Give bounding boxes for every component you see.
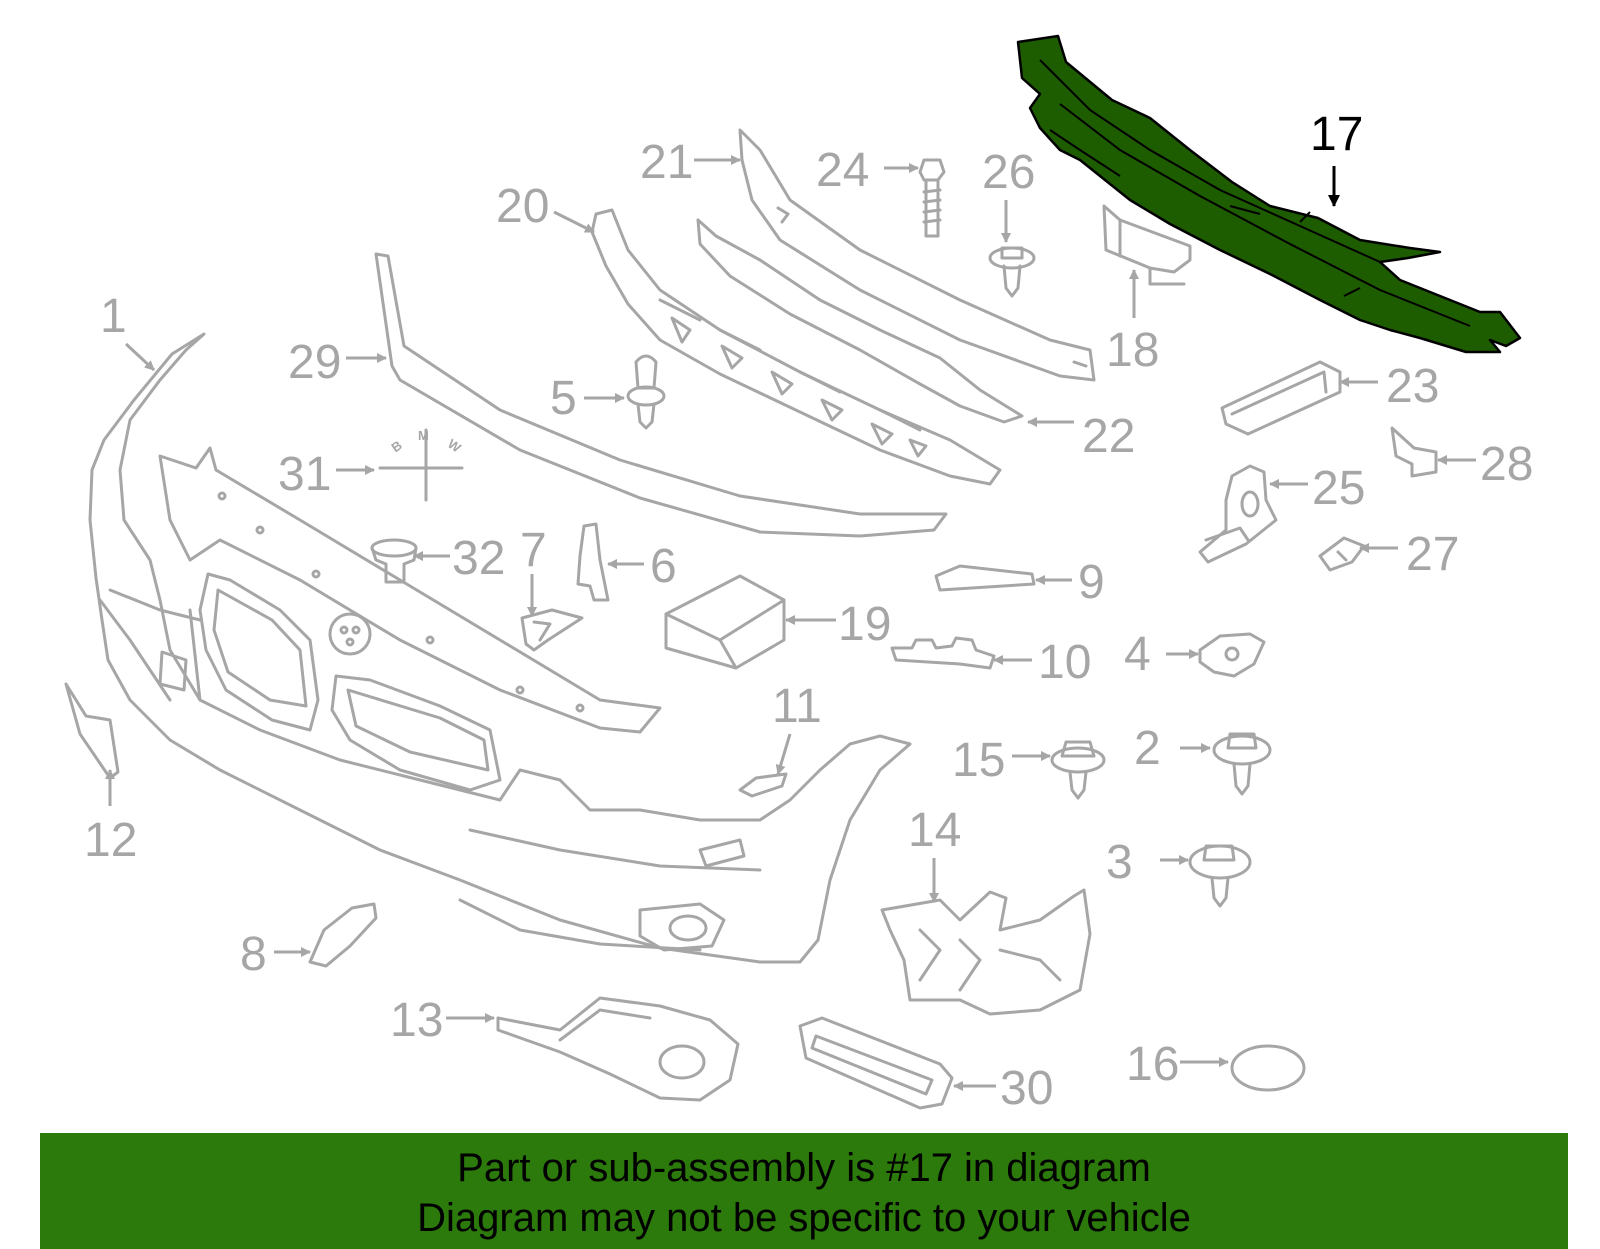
- label-25: 25: [1312, 462, 1365, 515]
- label-26: 26: [982, 146, 1035, 199]
- label-23: 23: [1386, 360, 1439, 413]
- part-5-fastener[interactable]: [626, 354, 666, 430]
- part-27-clip[interactable]: [1318, 536, 1366, 572]
- part-20-upper-absorber[interactable]: [590, 208, 1002, 486]
- label-6: 6: [650, 540, 677, 593]
- callout-labels: 1 2 3 4 5 6 7 8 9 10 11 12 13 14 15 16 1…: [84, 108, 1533, 1115]
- part-28-clip[interactable]: [1390, 426, 1438, 478]
- part-25-bracket[interactable]: [1198, 464, 1278, 564]
- part-14-bracket[interactable]: [880, 888, 1092, 1016]
- part-7-bracket[interactable]: [520, 608, 584, 652]
- label-13: 13: [390, 994, 443, 1047]
- part-8-bracket[interactable]: [308, 902, 378, 968]
- part-9-bracket[interactable]: [934, 564, 1036, 592]
- part-10-bracket[interactable]: [890, 636, 996, 670]
- part-15-nut[interactable]: [1050, 740, 1106, 800]
- label-31: 31: [278, 448, 331, 501]
- part-2-screw[interactable]: [1212, 732, 1272, 796]
- part-17-impact-absorber[interactable]: [1016, 34, 1522, 354]
- part-30-grille[interactable]: [798, 1016, 954, 1110]
- part-24-bolt[interactable]: [918, 158, 946, 238]
- part-12-reflector[interactable]: [64, 682, 120, 780]
- label-12: 12: [84, 814, 137, 867]
- part-16-seal[interactable]: [1230, 1044, 1306, 1092]
- label-11: 11: [772, 680, 822, 733]
- label-2: 2: [1134, 722, 1161, 775]
- label-32: 32: [452, 532, 505, 585]
- label-5: 5: [550, 372, 577, 425]
- part-1-bumper-cover[interactable]: [88, 332, 912, 964]
- label-14: 14: [908, 804, 961, 857]
- label-18: 18: [1106, 324, 1159, 377]
- part-6-bracket[interactable]: [576, 522, 610, 602]
- label-7: 7: [520, 524, 547, 577]
- emblem-letter-w: W: [445, 436, 464, 456]
- label-16: 16: [1126, 1038, 1179, 1091]
- label-8: 8: [240, 928, 267, 981]
- label-20: 20: [496, 180, 549, 233]
- label-3: 3: [1106, 836, 1133, 889]
- part-23-bracket[interactable]: [1220, 360, 1342, 436]
- info-banner: Part or sub-assembly is #17 in diagram D…: [40, 1133, 1568, 1249]
- label-9: 9: [1078, 556, 1105, 609]
- label-30: 30: [1000, 1062, 1053, 1115]
- banner-line-1: Part or sub-assembly is #17 in diagram: [457, 1146, 1151, 1190]
- part-13-grille-insert[interactable]: [496, 996, 740, 1102]
- part-29-trim-strip[interactable]: [374, 252, 948, 538]
- label-29: 29: [288, 336, 341, 389]
- label-1: 1: [100, 290, 127, 343]
- banner-line-2: Diagram may not be specific to your vehi…: [417, 1196, 1191, 1240]
- label-21: 21: [640, 136, 693, 189]
- part-31-emblem[interactable]: B M W: [378, 428, 464, 502]
- bumper-upper-support: [158, 446, 662, 734]
- label-10: 10: [1038, 636, 1091, 689]
- leader-lines: [105, 155, 1476, 1091]
- part-32-grommet[interactable]: [370, 538, 418, 584]
- label-4: 4: [1124, 628, 1151, 681]
- label-24: 24: [816, 144, 869, 197]
- part-19-foam-block[interactable]: [664, 574, 786, 670]
- label-15: 15: [952, 734, 1005, 787]
- part-18-bracket[interactable]: [1102, 204, 1192, 286]
- part-21-upper-strip[interactable]: [738, 128, 1096, 382]
- label-22: 22: [1082, 410, 1135, 463]
- label-27: 27: [1406, 528, 1459, 581]
- part-26-fastener[interactable]: [988, 246, 1036, 298]
- part-22-lower-strip[interactable]: [696, 218, 1024, 424]
- part-3-screw[interactable]: [1188, 844, 1252, 908]
- label-19: 19: [838, 598, 891, 651]
- emblem-letter-b: B: [388, 438, 404, 456]
- emblem-letter-m: M: [418, 428, 429, 443]
- part-11-cap[interactable]: [738, 772, 788, 798]
- label-17: 17: [1310, 108, 1363, 161]
- part-4-clip[interactable]: [1198, 632, 1266, 678]
- label-28: 28: [1480, 438, 1533, 491]
